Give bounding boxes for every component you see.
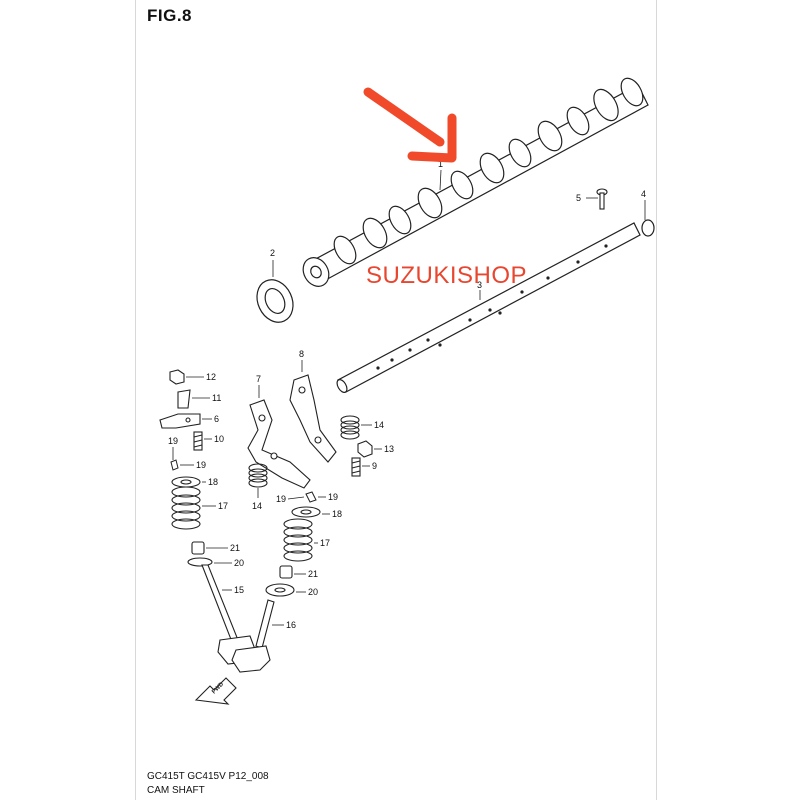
intake-valve [231, 599, 275, 673]
stem-seal-right [279, 565, 293, 579]
callout-10: 10 [214, 434, 224, 444]
ring [641, 219, 655, 237]
spring-retainer-right [291, 506, 321, 518]
callout-20b: 20 [308, 587, 318, 597]
leader-1 [439, 169, 442, 191]
camshaft [302, 77, 649, 287]
rocker-arm-shaft [336, 222, 641, 393]
nut-13 [357, 440, 373, 458]
footer-caption: CAM SHAFT [147, 785, 205, 796]
callout-5: 5 [576, 193, 581, 203]
footer-model-line: GC415T GC415V P12_008 [147, 771, 269, 782]
callout-18a: 18 [208, 477, 218, 487]
callout-14b: 14 [252, 501, 262, 511]
leader-19c [287, 496, 305, 500]
callout-17b: 17 [320, 538, 330, 548]
callout-7: 7 [256, 374, 261, 384]
valve-cotter-left [170, 459, 179, 471]
callout-15: 15 [234, 585, 244, 595]
callout-1: 1 [438, 159, 443, 169]
callout-18b: 18 [332, 509, 342, 519]
callout-13: 13 [384, 444, 394, 454]
spring-14b [248, 463, 268, 488]
fwd-arrow-icon: FWD [194, 677, 237, 705]
watermark: SUZUKISHOP [366, 262, 528, 289]
rocker-arm-8 [289, 374, 337, 463]
diagram-frame [135, 0, 657, 800]
callout-2: 2 [270, 248, 275, 258]
callout-19d: 19 [328, 492, 338, 502]
red-arrow-icon [363, 87, 457, 163]
spring-seat-right [265, 583, 295, 597]
callout-9: 9 [372, 461, 377, 471]
callout-19b: 19 [196, 460, 206, 470]
callout-17a: 17 [218, 501, 228, 511]
spring-retainer-left [171, 476, 201, 488]
callout-6: 6 [214, 414, 219, 424]
screw [596, 188, 608, 210]
callout-4: 4 [641, 189, 646, 199]
valve-spring-right [283, 518, 313, 562]
valve-cotter-right [305, 491, 317, 503]
spring-14a [340, 415, 360, 440]
adjusting-screw-10 [193, 431, 203, 451]
rocker-arm-7 [247, 399, 311, 489]
callout-16: 16 [286, 620, 296, 630]
callout-3: 3 [477, 280, 482, 290]
callout-8: 8 [299, 349, 304, 359]
callout-21a: 21 [230, 543, 240, 553]
callout-11: 11 [212, 393, 221, 403]
oil-seal [256, 279, 294, 323]
callout-19c: 19 [276, 494, 286, 504]
nut-12 [169, 369, 185, 385]
callout-19a: 19 [168, 436, 178, 446]
callout-20a: 20 [234, 558, 244, 568]
callout-12: 12 [206, 372, 216, 382]
callout-21b: 21 [308, 569, 318, 579]
callout-14a: 14 [374, 420, 384, 430]
rocker-arm-6 [159, 413, 201, 429]
valve-spring-left [171, 486, 201, 530]
adjusting-screw-9 [351, 457, 361, 477]
stem-seal-left [191, 541, 205, 555]
clip-11 [177, 389, 191, 409]
spring-seat-left [187, 557, 213, 567]
figure-title: FIG.8 [147, 6, 193, 25]
